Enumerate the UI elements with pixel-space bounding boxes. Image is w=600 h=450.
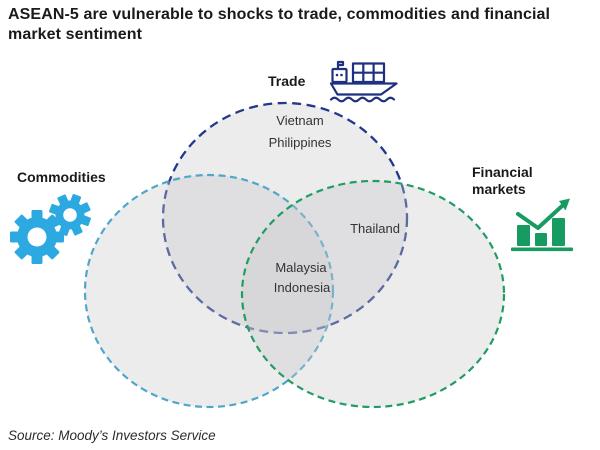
country-label-thailand: Thailand xyxy=(350,221,400,236)
gears-icon xyxy=(10,194,91,264)
set-label-financial-markets: Financial markets xyxy=(472,164,533,197)
set-label-trade: Trade xyxy=(268,73,306,89)
cargo-ship-icon xyxy=(329,60,398,103)
country-label-philippines: Philippines xyxy=(268,135,332,150)
set-label-commodities: Commodities xyxy=(17,169,106,185)
gears-shapes xyxy=(10,194,91,264)
large-gear xyxy=(10,210,64,264)
ship-outline xyxy=(329,60,398,103)
ship-window-left xyxy=(335,73,339,77)
country-label-malaysia: Malaysia xyxy=(275,260,327,275)
page-title: ASEAN-5 are vulnerable to shocks to trad… xyxy=(8,6,551,43)
small-gear xyxy=(49,194,91,236)
ship-window-right xyxy=(340,73,343,77)
chart-bars xyxy=(511,198,573,252)
trade-circle xyxy=(161,101,409,335)
country-label-indonesia: Indonesia xyxy=(273,280,331,295)
bar-chart-growth-icon xyxy=(511,198,573,252)
source-note: Source: Moody’s Investors Service xyxy=(8,428,216,443)
commodities-circle xyxy=(83,173,335,409)
financial-markets-circle xyxy=(240,179,506,409)
country-label-vietnam: Vietnam xyxy=(276,113,324,128)
growth-arrow-line xyxy=(516,204,564,230)
